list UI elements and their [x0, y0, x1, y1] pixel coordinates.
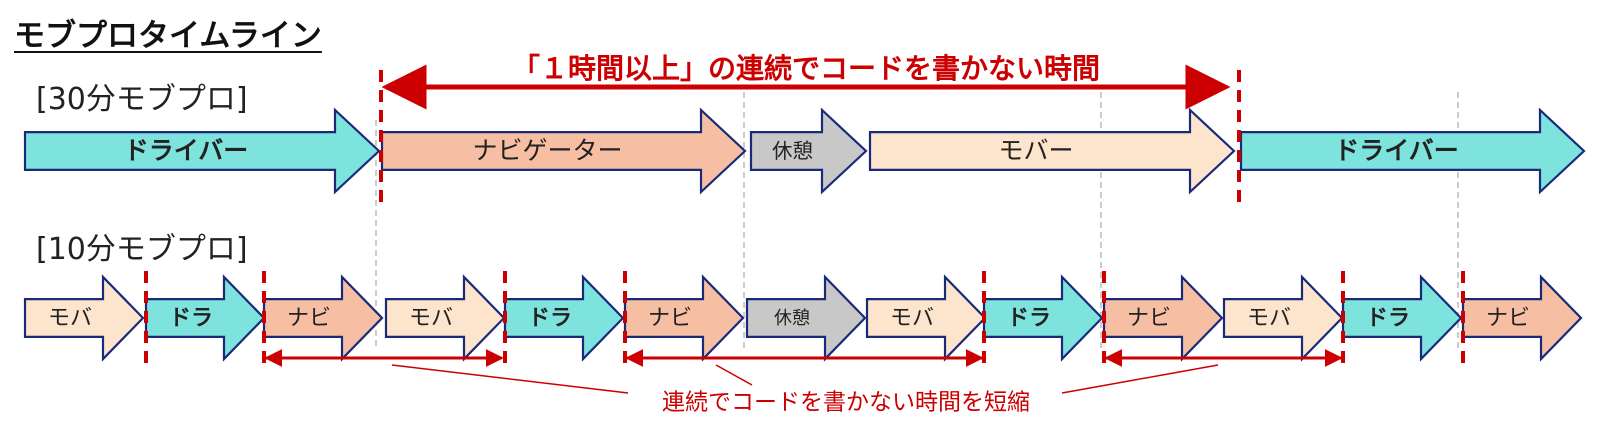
timeline-arrow-label: ドラ: [528, 306, 572, 331]
caption-callout-lines: [391, 364, 1219, 394]
callout-line: [391, 364, 629, 394]
row-label-30min: [30分モブプロ]: [36, 82, 248, 117]
timeline-arrow-driver: [503, 274, 625, 362]
timeline-arrow-label: モバ: [48, 306, 92, 331]
timeline-arrow-label: ナビゲーター: [472, 136, 622, 165]
timeline-arrow-break: [749, 107, 868, 195]
timeline-arrow-driver: [23, 107, 381, 195]
diagram-title: モブプロタイムライン: [14, 18, 322, 54]
timeline-arrow-label: ドラ: [1366, 306, 1410, 331]
callout-line: [1061, 364, 1219, 394]
timeline-arrow-navigator: [262, 274, 384, 362]
timeline-arrow-label: モバ: [1247, 306, 1291, 331]
timeline-arrow-label: モバー: [998, 136, 1073, 165]
row-30min-arrows: ドライバー ナビゲーター 休憩 モバー ドライバー: [23, 107, 1586, 195]
timeline-arrow-label: 休憩: [772, 139, 813, 163]
timeline-arrow-label: ナビ: [1127, 306, 1171, 331]
timeline-arrow-label: モバ: [409, 306, 453, 331]
timeline-arrow-mobber: [384, 274, 506, 362]
row-label-10min: [10分モブプロ]: [36, 232, 248, 267]
timeline-arrow-label: モバ: [890, 306, 934, 331]
row-10min-arrows: モバ ドラ ナビ モバ ドラ ナビ 休憩 モバ ドラ ナビ モバ ドラ ナビ: [23, 274, 1583, 362]
timeline-arrow-label: 休憩: [774, 308, 810, 329]
caption-text: 連続でコードを書かない時間を短縮: [662, 390, 1030, 416]
timeline-arrow-break: [745, 274, 867, 362]
timeline-arrow-label: ナビ: [287, 306, 331, 331]
timeline-arrow-mobber: [1222, 274, 1344, 362]
banner-text-backdrop: [470, 50, 1130, 82]
timeline-arrow-navigator: [1461, 274, 1583, 362]
timeline-arrow-label: ドライバー: [1334, 136, 1459, 165]
timeline-arrow-driver: [144, 274, 266, 362]
timeline-arrow-driver: [982, 274, 1104, 362]
timeline-arrow-label: ナビ: [648, 306, 692, 331]
timeline-arrow-label: ドラ: [1007, 306, 1051, 331]
banner-text: 「１時間以上」の連続でコードを書かない時間: [512, 52, 1100, 85]
timeline-arrow-navigator: [623, 274, 745, 362]
timeline-arrow-label: ドラ: [169, 306, 213, 331]
timeline-arrow-label: ドライバー: [124, 136, 249, 165]
timeline-arrow-mobber: [865, 274, 987, 362]
timeline-arrow-navigator: [1102, 274, 1224, 362]
timeline-arrow-driver: [1341, 274, 1463, 362]
timeline-arrow-label: ナビ: [1486, 306, 1530, 331]
callout-line: [715, 364, 753, 386]
timeline-arrow-driver: [1239, 107, 1586, 195]
timeline-arrow-navigator: [380, 107, 747, 195]
timeline-arrow-mobber: [868, 107, 1236, 195]
driver-markers: [144, 70, 1465, 370]
timeline-arrow-mobber: [23, 274, 145, 362]
